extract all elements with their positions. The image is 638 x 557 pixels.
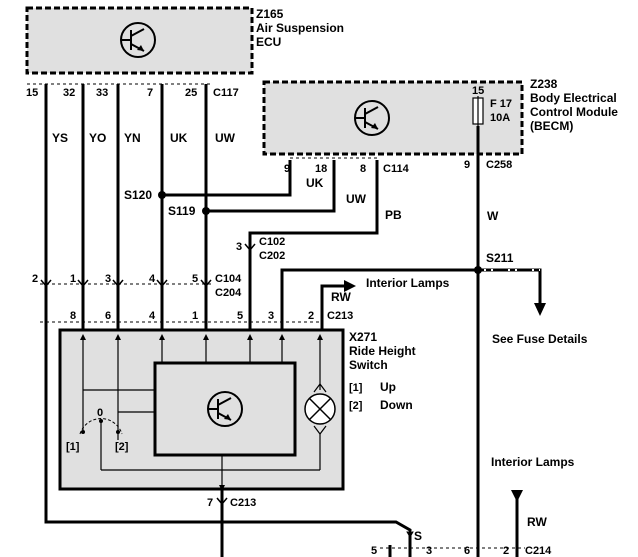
ride-height-switch: 0 [1] [2] — [58, 328, 345, 491]
becm-name-line2: Control Module — [530, 105, 618, 119]
switch-name-line1: Ride Height — [349, 344, 416, 358]
fuse-pin-15: 15 — [472, 85, 484, 97]
fuse-name: F 17 — [490, 98, 512, 110]
switch-legend-1-value: Up — [380, 380, 396, 394]
c104-pin-5: 5 — [192, 273, 198, 285]
c213-pin-1: 1 — [192, 310, 198, 322]
c104-pin-4: 4 — [149, 273, 156, 285]
ecu-connector-c117: C117 — [213, 87, 239, 99]
c202-label: C202 — [259, 250, 285, 262]
c258-pin-9: 9 — [464, 159, 470, 171]
c213-label: C213 — [327, 310, 353, 322]
air-suspension-ecu: Z165 Air Suspension ECU — [25, 6, 344, 75]
c214-pin-3: 3 — [426, 545, 432, 557]
c214-pin-6: 6 — [464, 545, 470, 557]
wire-rw-2: RW — [527, 515, 547, 529]
ecu-transistor-icon — [120, 22, 156, 58]
c214-pin-2: 2 — [503, 545, 509, 557]
c213-bottom-connector-icon — [216, 497, 228, 506]
splice-s120-dot — [158, 191, 166, 199]
c213-bottom-label: C213 — [230, 497, 256, 509]
splice-s211-dot — [474, 266, 482, 274]
becm-ref: Z238 — [530, 77, 558, 91]
wire-w: W — [487, 209, 499, 223]
c104-pin-2: 2 — [32, 273, 38, 285]
c214-label: C214 — [525, 545, 552, 557]
c213-pin-8: 8 — [70, 310, 76, 322]
wire-ys: YS — [52, 131, 68, 145]
c104-connector-icons — [40, 279, 212, 288]
c204-label: C204 — [215, 287, 242, 299]
lamp-icon — [304, 383, 336, 470]
ecu-pin-15: 15 — [26, 87, 38, 99]
c104-pin-3: 3 — [105, 273, 111, 285]
c258-label: C258 — [486, 159, 512, 171]
becm-transistor-icon — [354, 100, 390, 136]
wire-pb: PB — [385, 208, 402, 222]
fuse-rating: 10A — [490, 112, 510, 124]
wire-uw: UW — [215, 131, 236, 145]
c102-label: C102 — [259, 236, 285, 248]
ecu-ref: Z165 — [256, 7, 284, 21]
ecu-body — [25, 6, 254, 75]
switch-transistor-icon — [207, 391, 243, 427]
interior-lamps-upper: Interior Lamps — [366, 276, 450, 290]
fuse-details-label: See Fuse Details — [492, 332, 588, 346]
c213-pin-3: 3 — [268, 310, 274, 322]
fuse-f17-icon — [472, 96, 484, 126]
wire-uk-2: UK — [306, 176, 324, 190]
becm-name-line3: (BECM) — [530, 119, 573, 133]
c214-pin-5: 5 — [371, 545, 377, 557]
ecu-pin-32: 32 — [63, 87, 75, 99]
ecu-pin-33: 33 — [96, 87, 108, 99]
switch-pos-2: [2] — [115, 441, 129, 453]
c104-label: C104 — [215, 273, 242, 285]
c114-pin-8: 8 — [360, 163, 366, 175]
splice-s211: S211 — [486, 251, 514, 265]
wire-ys-2: YS — [406, 529, 422, 543]
c213-bottom-pin: 7 — [207, 497, 213, 509]
wire-uk: UK — [170, 131, 188, 145]
switch-legend-2-key: [2] — [349, 400, 363, 412]
c102-connector-icon — [244, 243, 256, 252]
switch-inner-module — [153, 361, 297, 457]
wire-uw-2: UW — [346, 192, 367, 206]
switch-name-line2: Switch — [349, 358, 388, 372]
ecu-pin-25: 25 — [185, 87, 197, 99]
c104-pin-1: 1 — [70, 273, 76, 285]
wire-rw: RW — [331, 290, 351, 304]
interior-lamps-lower: Interior Lamps — [491, 455, 575, 469]
wire-yn: YN — [124, 131, 141, 145]
switch-pos-0: 0 — [97, 407, 103, 419]
c102-pin: 3 — [236, 241, 242, 253]
fuse-details-arrow-icon — [534, 303, 546, 316]
c114-pin-18: 18 — [315, 163, 327, 175]
c114-label: C114 — [383, 163, 410, 175]
interior-lamps-arrow-icon — [344, 280, 356, 292]
ecu-name-line2: ECU — [256, 35, 281, 49]
splice-s119: S119 — [168, 204, 196, 218]
switch-legend-1-key: [1] — [349, 382, 363, 394]
switch-pin-arrows — [80, 334, 323, 340]
c213-pin-5: 5 — [237, 310, 243, 322]
interior-lamps-lower-arrow-icon — [511, 490, 523, 502]
c213-pin-6: 6 — [105, 310, 111, 322]
c114-pin-9: 9 — [284, 163, 290, 175]
ecu-pin-7: 7 — [147, 87, 153, 99]
switch-pos-1: [1] — [66, 441, 80, 453]
becm-module: Z238 Body Electrical Control Module (BEC… — [262, 77, 618, 156]
splice-s119-dot — [202, 207, 210, 215]
switch-legend-2-value: Down — [380, 398, 413, 412]
c213-pin-4: 4 — [149, 310, 156, 322]
wire-yo: YO — [89, 131, 106, 145]
c213-pin-2: 2 — [308, 310, 314, 322]
splice-s120: S120 — [124, 188, 152, 202]
switch-ref: X271 — [349, 330, 377, 344]
becm-name-line1: Body Electrical — [530, 91, 617, 105]
ecu-name-line1: Air Suspension — [256, 21, 344, 35]
rotary-switch-icon — [79, 418, 320, 491]
